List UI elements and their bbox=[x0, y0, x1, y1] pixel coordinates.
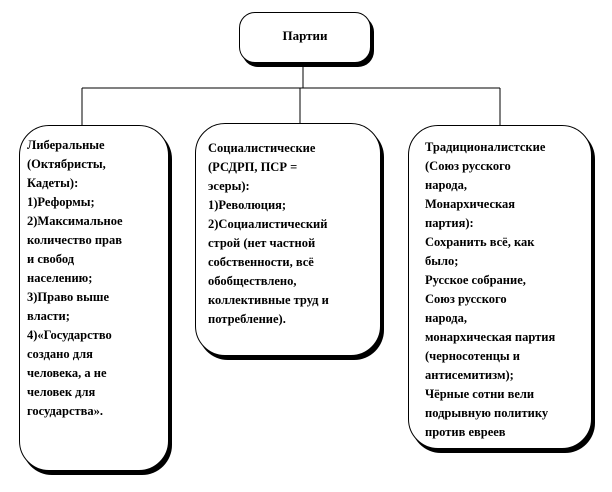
node-liberal-line: населению; bbox=[27, 271, 93, 285]
node-traditionalist-line: народа, bbox=[425, 178, 467, 192]
node-socialist-line: коллективные труд и bbox=[208, 293, 329, 307]
node-traditionalist-line: против евреев bbox=[425, 425, 506, 439]
node-liberal-line: 1)Реформы; bbox=[27, 195, 95, 209]
node-liberal-parties: Либеральные (Октябристы, Кадеты): 1)Рефо… bbox=[19, 125, 169, 471]
node-traditionalist-line: подрывную политику bbox=[425, 406, 549, 420]
node-liberal-line: человека, а не bbox=[27, 366, 107, 380]
node-traditionalist-line: монархическая партия bbox=[425, 330, 556, 344]
node-traditionalist-line: (черносотенцы и bbox=[425, 349, 520, 363]
node-traditionalist-line: (Союз русского bbox=[425, 159, 511, 173]
node-traditionalist-line: Сохранить всё, как bbox=[425, 235, 535, 249]
node-liberal-line: и свобод bbox=[27, 252, 75, 266]
node-socialist-line: строй (нет частной bbox=[208, 236, 316, 250]
node-socialist-line: собственности, всё bbox=[208, 255, 314, 269]
node-traditionalist-line: народа, bbox=[425, 311, 467, 325]
node-traditionalist-line: было; bbox=[425, 254, 459, 268]
node-socialist-line: 1)Революция; bbox=[208, 198, 287, 212]
node-liberal-line: 4)«Государство bbox=[27, 328, 112, 342]
root-node-title: Партии bbox=[282, 28, 328, 43]
node-socialist-line: (РСДРП, ПСР = bbox=[208, 160, 298, 174]
node-traditionalist-line: Традиционалистские bbox=[425, 140, 546, 154]
node-liberal-line: создано для bbox=[27, 347, 93, 361]
node-traditionalist-line: Русское собрание, bbox=[425, 273, 526, 287]
node-socialist-line: потребление). bbox=[208, 312, 286, 326]
node-socialist-line: обобществлено, bbox=[208, 274, 297, 288]
node-traditionalist-parties: Традиционалистские (Союз русского народа… bbox=[408, 125, 592, 449]
node-socialist-line: эсеры): bbox=[208, 179, 250, 193]
node-liberal-line: человек для bbox=[27, 385, 96, 399]
node-socialist-line: Социалистические bbox=[208, 141, 316, 155]
node-liberal-line: количество прав bbox=[27, 233, 122, 247]
node-traditionalist-line: Чёрные сотни вели bbox=[425, 387, 535, 401]
node-liberal-line: Либеральные bbox=[27, 138, 105, 152]
node-traditionalist-line: антисемитизм); bbox=[425, 368, 514, 382]
node-traditionalist-line: партия): bbox=[425, 216, 474, 230]
node-socialist-line: 2)Социалистический bbox=[208, 217, 328, 231]
node-liberal-line: государства». bbox=[27, 404, 104, 418]
node-socialist-parties: Социалистические (РСДРП, ПСР = эсеры): 1… bbox=[195, 123, 381, 356]
node-traditionalist-line: Монархическая bbox=[425, 197, 516, 211]
node-traditionalist-line: Союз русского bbox=[425, 292, 507, 306]
node-liberal-line: 2)Максимальное bbox=[27, 214, 123, 228]
root-node-parties: Партии bbox=[239, 12, 371, 63]
node-liberal-line: 3)Право выше bbox=[27, 290, 109, 304]
node-liberal-line: Кадеты): bbox=[27, 176, 79, 190]
node-liberal-line: (Октябристы, bbox=[27, 157, 106, 171]
node-liberal-line: власти; bbox=[27, 309, 70, 323]
